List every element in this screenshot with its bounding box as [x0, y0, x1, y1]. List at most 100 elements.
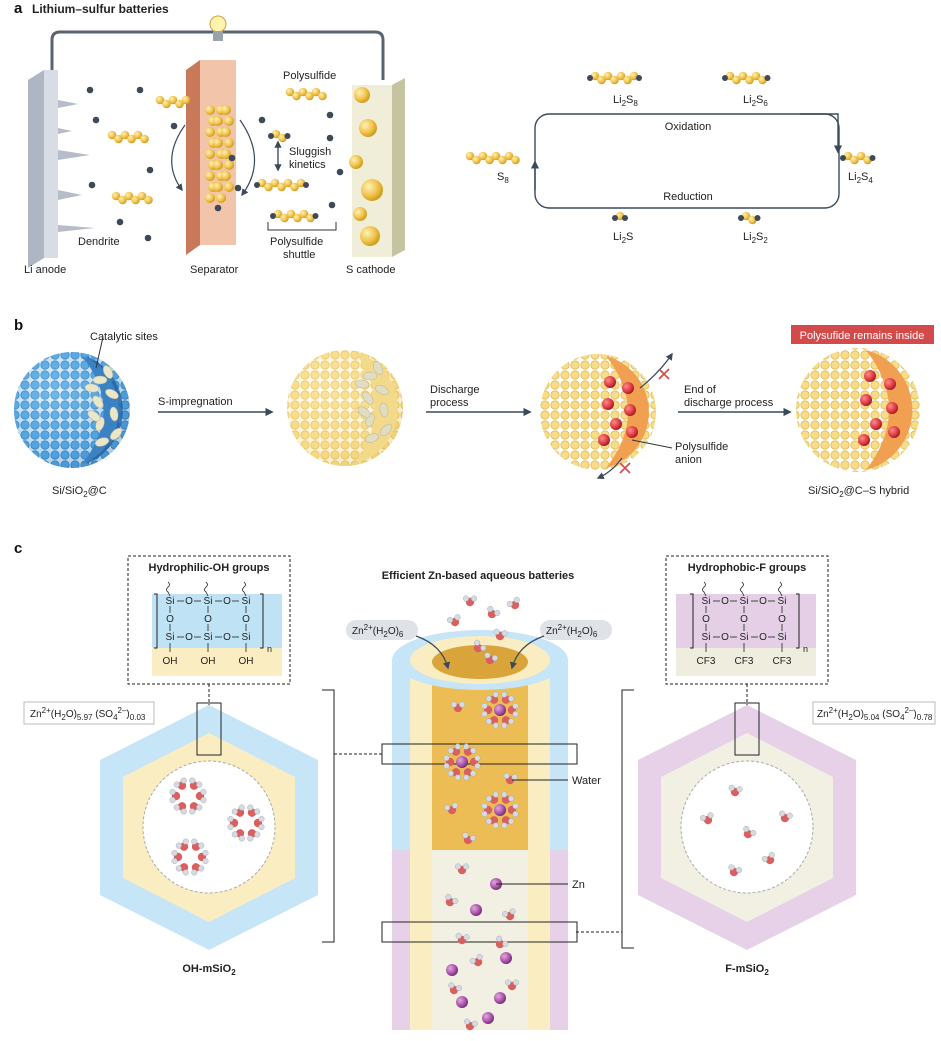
si-atom: Si — [740, 632, 749, 643]
label-anion-1: Polysulfide — [675, 441, 728, 453]
terminal-group: OH — [239, 656, 254, 667]
si-atom: Si — [166, 632, 175, 643]
separator-sulfur — [213, 138, 223, 148]
water-molecule — [463, 743, 477, 756]
label-discharge-2: process — [430, 397, 469, 409]
si-atom: Si — [702, 632, 711, 643]
label-oxidation: Oxidation — [665, 121, 711, 133]
water-molecule — [507, 702, 519, 717]
label-hybrid: Si/SiO2@C–S hybrid — [808, 485, 909, 499]
separator-sulfur — [205, 193, 215, 203]
f-beige-band — [676, 648, 816, 676]
water-molecule — [501, 691, 515, 704]
water-molecule — [779, 810, 793, 823]
sulfur-particle — [354, 87, 370, 103]
li-ion — [336, 168, 344, 176]
water-molecule — [487, 605, 501, 619]
water-molecule — [447, 743, 461, 756]
polysulfide-anion — [624, 404, 636, 416]
water-molecule — [454, 863, 469, 875]
right-formula: Zn2+(H2O)5.04 (SO42–)0.78 — [817, 706, 933, 722]
blocked-icon — [619, 462, 631, 474]
si-atom: Si — [778, 632, 787, 643]
catalytic-site — [372, 361, 384, 375]
catalytic-leader — [95, 336, 104, 369]
label-dendrite: Dendrite — [78, 236, 120, 248]
o-atom: O — [759, 596, 767, 607]
water-molecule — [485, 716, 499, 729]
separator-sulfur — [224, 116, 234, 126]
catalytic-site — [379, 402, 389, 418]
oh-msio2-label: OH-mSiO2 — [182, 963, 236, 977]
water-molecule — [485, 816, 499, 829]
water-molecule — [507, 802, 519, 817]
f-msio2-label: F-mSiO2 — [725, 963, 769, 977]
left-formula: Zn2+(H2O)5.97 (SO42–)0.03 — [30, 706, 146, 722]
catalytic-site — [375, 384, 389, 396]
polysulfide-anion — [870, 418, 882, 430]
si-atom: Si — [204, 596, 213, 607]
water-molecule — [191, 863, 205, 876]
terminal-group: CF3 — [697, 656, 716, 667]
water-molecule — [175, 863, 189, 876]
li-ion — [228, 154, 236, 162]
water-molecule — [189, 802, 203, 815]
water-molecule — [501, 816, 515, 829]
zn-label-right: Zn2+(H2O)6 — [546, 623, 598, 639]
o-bridge: O — [204, 614, 212, 625]
f-purple-band — [676, 594, 816, 648]
separator-sulfur — [205, 105, 215, 115]
water-molecule — [247, 829, 261, 842]
li-ion — [86, 86, 94, 94]
o-bridge: O — [702, 614, 710, 625]
right-formula-box — [812, 701, 936, 725]
hydrated-zn-clusters — [169, 777, 265, 876]
water-molecule — [743, 825, 757, 839]
o-atom: O — [223, 596, 231, 607]
repeat-n: n — [803, 644, 808, 654]
o-atom: O — [721, 596, 729, 607]
species-label: Li2S — [613, 231, 633, 245]
separator-sulfur — [213, 160, 223, 170]
zn-arrow-right — [509, 635, 545, 670]
zn-pill-left — [346, 620, 418, 640]
lithium-ions — [86, 86, 344, 242]
li-ion — [144, 234, 152, 242]
sphere-si-sio2-c — [14, 352, 130, 468]
zn-label-left: Zn2+(H2O)6 — [352, 623, 404, 639]
terminal-group: CF3 — [735, 656, 754, 667]
separator-sulfur — [205, 171, 215, 181]
label-li-anode: Li anode — [24, 264, 66, 276]
water-molecule — [761, 851, 775, 865]
o-atom: O — [185, 632, 193, 643]
species-label: S8 — [497, 171, 509, 185]
water-molecule — [195, 788, 207, 803]
li-ion — [234, 184, 242, 192]
right-bracket — [621, 689, 634, 949]
water-molecule — [231, 829, 245, 842]
zn-ion — [456, 756, 468, 768]
f-box-title: Hydrophobic-F groups — [688, 562, 807, 574]
hydration-shell — [169, 777, 207, 815]
separator-sulfur — [224, 182, 234, 192]
li-ion — [136, 86, 144, 94]
si-atom: Si — [740, 596, 749, 607]
zn-ion — [446, 964, 458, 976]
polysulfide-anion — [610, 418, 622, 430]
si-atom: Si — [242, 632, 251, 643]
sulfur-particle — [361, 179, 383, 201]
panel-b-letter: b — [14, 317, 23, 334]
catalytic-site — [105, 388, 119, 400]
zn-ion — [456, 996, 468, 1008]
terminal-group: CF3 — [773, 656, 792, 667]
polysulfide-chain — [111, 191, 153, 205]
water-molecule — [462, 832, 476, 845]
polysulfide-anion — [626, 426, 638, 438]
label-end-1: End of — [684, 384, 717, 396]
polysulfide-chain — [107, 130, 149, 144]
oh-blue-band — [152, 594, 282, 648]
label-s-cathode: S cathode — [346, 264, 396, 276]
water-molecule — [253, 815, 265, 830]
retained-anions — [858, 370, 900, 446]
